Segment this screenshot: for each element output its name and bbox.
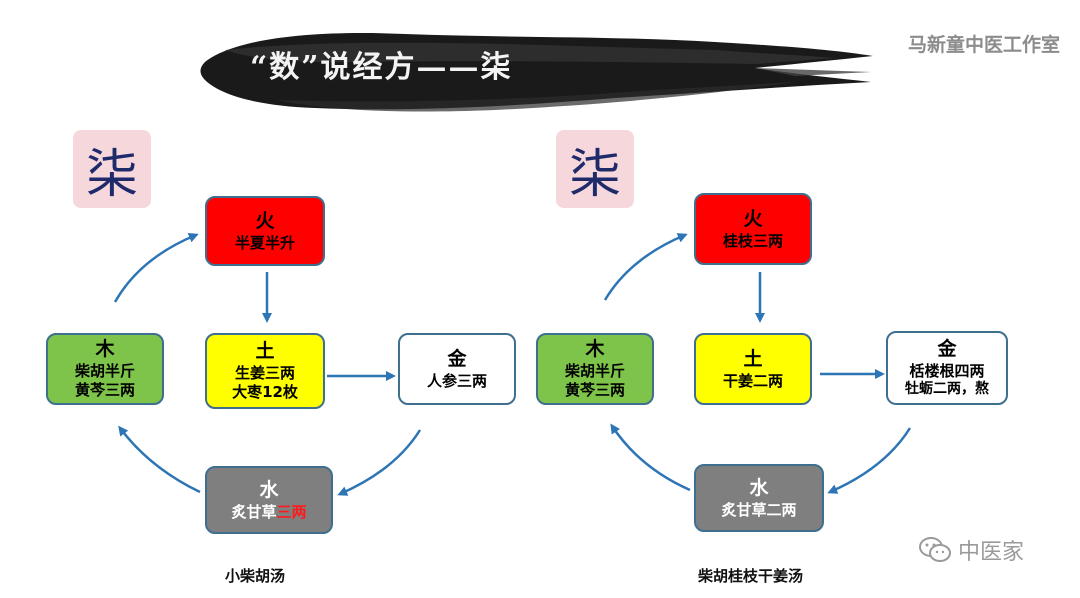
highlighted-dose: 三两 xyxy=(276,502,307,521)
arrow-metal-to-water xyxy=(337,429,422,496)
herb-line: 干姜二两 xyxy=(722,371,783,390)
element-label: 金 xyxy=(937,338,957,360)
herb-line: 柴胡半斤 xyxy=(74,362,135,381)
element-label: 水 xyxy=(259,478,279,501)
water-node: 水 炙甘草二两 xyxy=(694,464,824,532)
studio-name: 马新童中医工作室 xyxy=(907,34,1060,56)
wood-node: 木 柴胡半斤 黄芩三两 xyxy=(536,333,654,405)
earth-node: 土 生姜三两 大枣12枚 xyxy=(205,333,325,409)
herb-line: 生姜三两 xyxy=(234,364,295,383)
formula-caption: 柴胡桂枝干姜汤 xyxy=(698,567,804,585)
arrow-wood-to-fire xyxy=(603,233,688,301)
arrow-water-to-wood xyxy=(118,425,201,494)
element-label: 木 xyxy=(585,338,605,361)
earth-node: 土 干姜二两 xyxy=(694,333,812,405)
herb-line: 炙甘草二两 xyxy=(721,500,797,519)
herb-name: 炙甘草 xyxy=(231,502,277,521)
element-label: 土 xyxy=(743,347,763,370)
ink-brush-banner xyxy=(200,33,873,112)
herb-line: 人参三两 xyxy=(426,371,487,390)
herb-line: 桂枝三两 xyxy=(722,231,783,250)
page-title: “数”说经方——柒 xyxy=(250,50,513,85)
arrow-metal-to-water xyxy=(827,427,912,494)
element-label: 木 xyxy=(95,338,115,361)
herb-line: 炙甘草三两 xyxy=(231,503,306,522)
herb-line: 大枣12枚 xyxy=(232,382,298,401)
element-label: 火 xyxy=(255,209,275,232)
watermark: 中医家 xyxy=(918,534,1024,566)
seven-badge: 柒 xyxy=(73,130,151,208)
seven-badge: 柒 xyxy=(556,130,634,208)
metal-node: 金 人参三两 xyxy=(398,333,516,405)
formula-caption: 小柴胡汤 xyxy=(225,567,286,585)
element-label: 土 xyxy=(255,340,275,363)
herb-line: 半夏半升 xyxy=(234,233,295,252)
element-label: 金 xyxy=(447,347,467,370)
element-label: 水 xyxy=(749,476,769,499)
arrow-wood-to-fire xyxy=(113,233,199,303)
wood-node: 木 柴胡半斤 黄芩三两 xyxy=(46,333,164,405)
herb-line: 牡蛎二两，熬 xyxy=(905,380,989,397)
fire-node: 火 桂枝三两 xyxy=(694,193,812,265)
herb-line: 黄芩三两 xyxy=(74,380,135,399)
water-node: 水 炙甘草三两 xyxy=(205,466,333,534)
metal-node: 金 栝楼根四两 牡蛎二两，熬 xyxy=(886,331,1008,405)
wechat-icon xyxy=(919,537,951,562)
herb-line: 黄芩三两 xyxy=(564,380,625,399)
element-label: 火 xyxy=(743,207,763,230)
fire-node: 火 半夏半升 xyxy=(205,196,325,266)
herb-line: 栝楼根四两 xyxy=(909,361,985,380)
arrow-water-to-wood xyxy=(610,423,691,492)
watermark-text: 中医家 xyxy=(958,540,1025,565)
herb-line: 柴胡半斤 xyxy=(564,362,625,381)
